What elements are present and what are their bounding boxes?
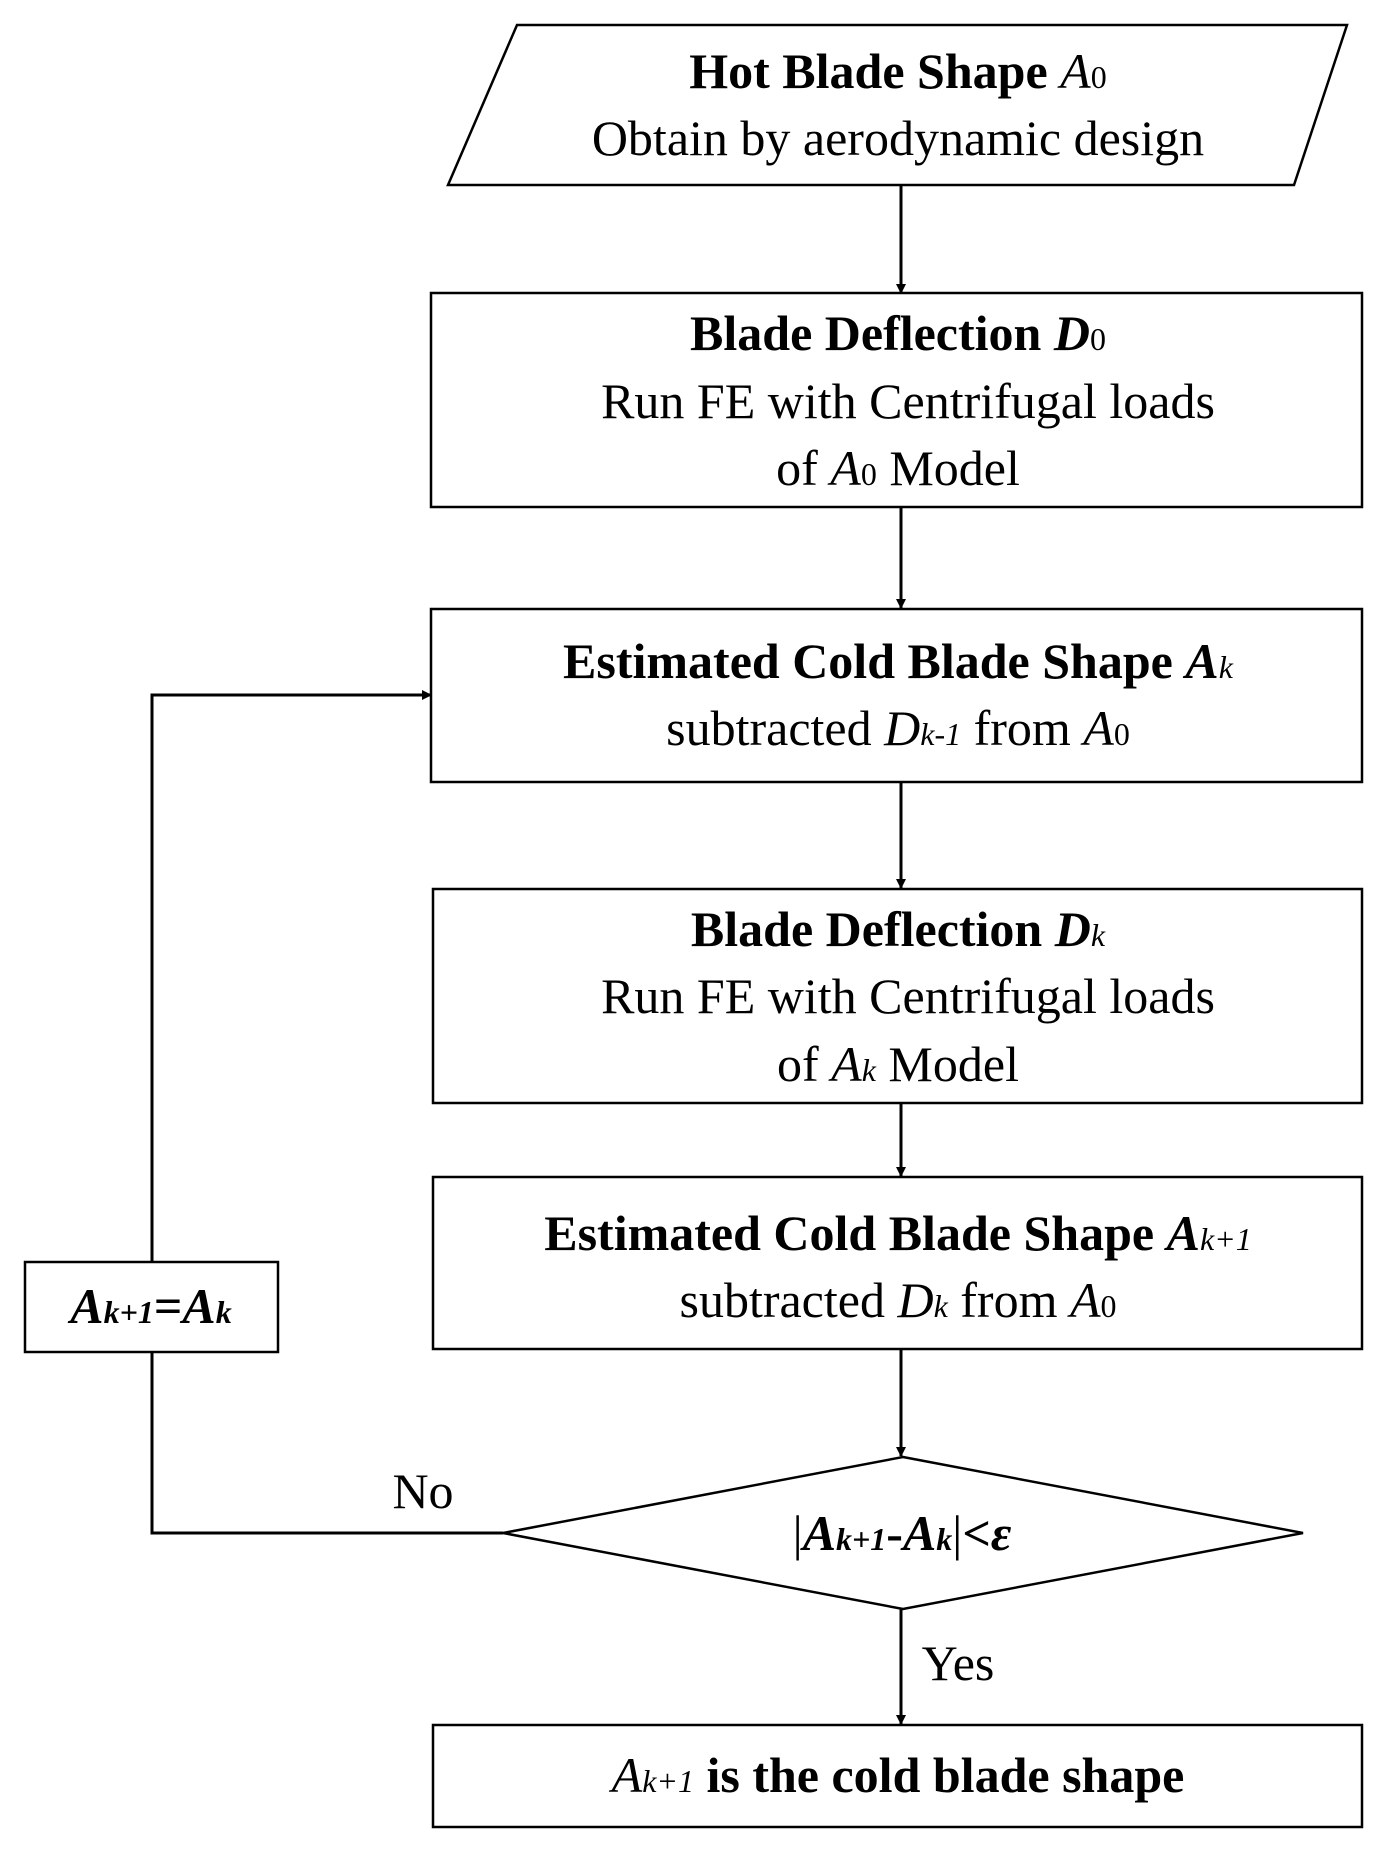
end-text: Ak+1 is the cold blade shape	[609, 1747, 1185, 1803]
edge-label-yes: Yes	[922, 1635, 995, 1691]
node-update: Ak+1=Ak	[23, 1260, 280, 1354]
deflection-k-title: Blade Deflection Dk	[691, 901, 1106, 957]
connectors	[150, 186, 906, 1725]
update-box	[23, 1260, 280, 1354]
node-estimated-cold-k1: Estimated Cold Blade Shape Ak+1 subtract…	[431, 1175, 1364, 1351]
arrow-no-branch	[150, 1352, 503, 1535]
start-title: Hot Blade Shape A0	[689, 43, 1106, 99]
cold-k1-box	[431, 1175, 1364, 1351]
node-hot-blade-shape: Hot Blade Shape A0 Obtain by aerodynamic…	[446, 23, 1349, 187]
decision-condition: |Ak+1-Ak|<ε	[793, 1505, 1012, 1561]
deflection0-title: Blade Deflection D0	[690, 305, 1106, 361]
cold-k-line2: subtracted Dk-1 from A0	[666, 700, 1130, 756]
edge-label-no: No	[392, 1463, 453, 1519]
arrow-loop-back	[150, 690, 432, 1262]
deflection0-box	[429, 291, 1364, 509]
node-decision: |Ak+1-Ak|<ε	[502, 1455, 1304, 1611]
cold-k-box	[429, 607, 1364, 784]
decision-diamond	[502, 1455, 1304, 1611]
deflection0-line3: of A0 Model	[776, 440, 1020, 496]
deflection0-line2: Run FE with Centrifugal loads	[601, 373, 1215, 429]
deflection-k-box	[431, 887, 1364, 1105]
update-text: Ak+1=Ak	[67, 1278, 231, 1334]
node-end: Ak+1 is the cold blade shape	[431, 1723, 1364, 1829]
start-title-sub: 0	[1091, 59, 1107, 95]
deflection-k-line2: Run FE with Centrifugal loads	[601, 968, 1215, 1024]
start-title-text: Hot Blade Shape	[689, 43, 1047, 99]
cold-k-title: Estimated Cold Blade Shape Ak	[563, 633, 1234, 689]
cold-k1-line2: subtracted Dk from A0	[679, 1272, 1116, 1328]
start-parallelogram	[446, 23, 1349, 187]
node-estimated-cold-k: Estimated Cold Blade Shape Ak subtracted…	[429, 607, 1364, 784]
start-line2: Obtain by aerodynamic design	[592, 110, 1204, 166]
start-title-var: A	[1057, 43, 1091, 99]
node-blade-deflection-k: Blade Deflection Dk Run FE with Centrifu…	[431, 887, 1364, 1105]
cold-k1-title: Estimated Cold Blade Shape Ak+1	[544, 1205, 1251, 1261]
end-box	[431, 1723, 1364, 1829]
node-blade-deflection-0: Blade Deflection D0 Run FE with Centrifu…	[429, 291, 1364, 509]
deflection-k-line3: of Ak Model	[777, 1036, 1019, 1092]
